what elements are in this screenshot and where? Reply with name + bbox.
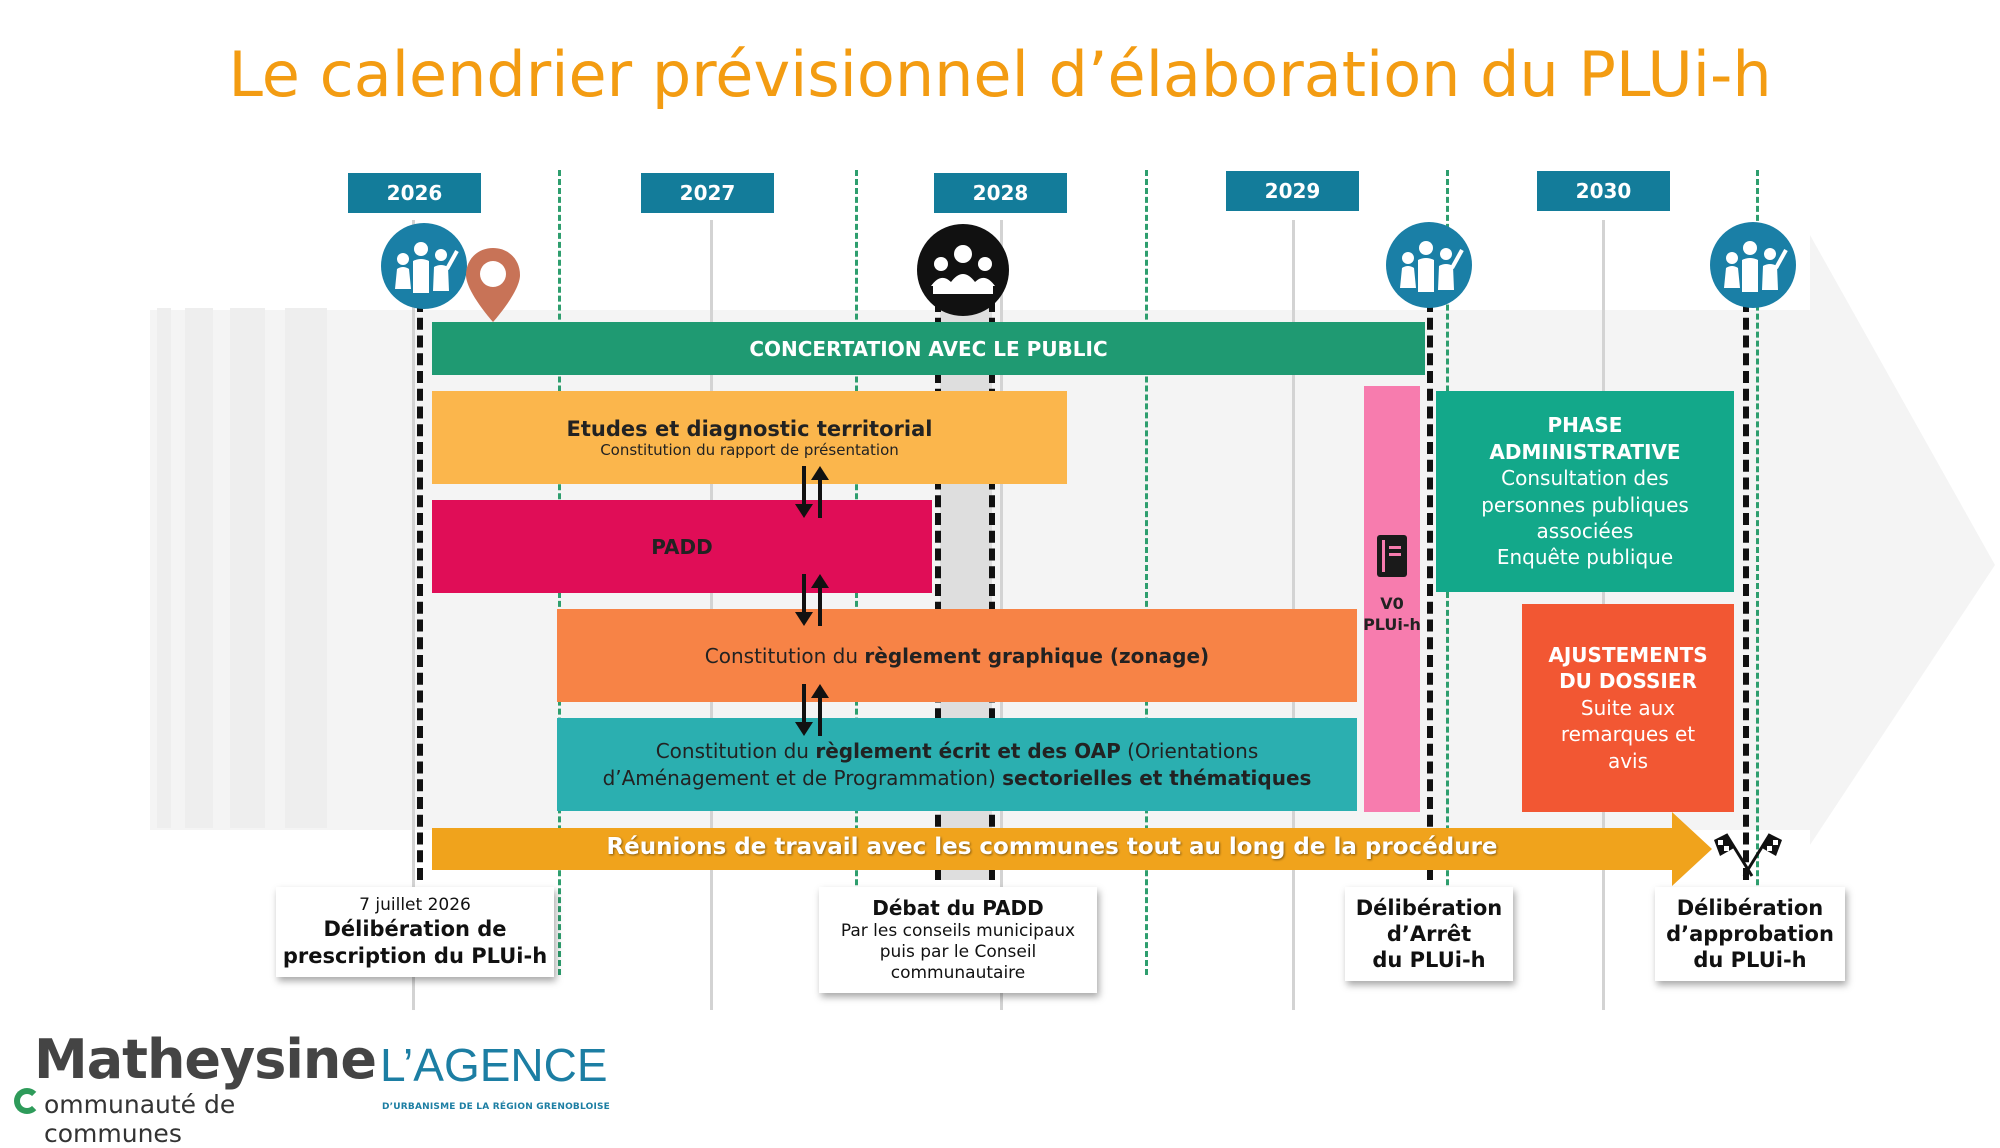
people-group-icon bbox=[1386, 222, 1472, 308]
stripe bbox=[230, 308, 265, 828]
ajustements-line: remarques et bbox=[1560, 722, 1696, 747]
phase-admin-line: associées bbox=[1536, 518, 1634, 543]
prescription-date: 7 juillet 2026 bbox=[359, 895, 471, 916]
v0-line2: PLUi-h bbox=[1363, 614, 1421, 634]
year-gridline bbox=[412, 220, 415, 1010]
prescription-line2: prescription du PLUi-h bbox=[282, 943, 548, 968]
page-title: Le calendrier prévisionnel d’élaboration… bbox=[228, 38, 1772, 111]
document-icon bbox=[1377, 535, 1407, 577]
v0-label: V0 PLUi-h bbox=[1362, 594, 1422, 636]
milestone-card-debat: Débat du PADD Par les conseils municipau… bbox=[819, 887, 1097, 993]
reglement-line2: d’Aménagement et de Programmation) secto… bbox=[603, 765, 1312, 792]
exchange-arrows-icon bbox=[795, 684, 829, 736]
ajustements-title2: DU DOSSIER bbox=[1559, 669, 1697, 694]
milestone-line bbox=[1427, 300, 1433, 880]
concertation-bar: CONCERTATION AVEC LE PUBLIC bbox=[432, 322, 1425, 375]
people-group-icon bbox=[381, 223, 467, 309]
arret-line3: du PLUi-h bbox=[1372, 948, 1486, 973]
debat-line: puis par le Conseil bbox=[879, 941, 1037, 962]
phase-admin-title1: PHASE bbox=[1547, 413, 1623, 438]
reglement-line1: Constitution du règlement écrit et des O… bbox=[656, 738, 1259, 765]
reglement-bold1: règlement écrit et des OAP bbox=[815, 738, 1121, 763]
agence-logo: L’AGENCE D’URBANISME DE LA RÉGION GRENOB… bbox=[378, 1036, 618, 1121]
etudes-bar: Etudes et diagnostic territorial Constit… bbox=[432, 391, 1067, 484]
year-boundary-line bbox=[1145, 170, 1148, 975]
year-label: 2026 bbox=[348, 173, 481, 213]
milestone-line bbox=[1743, 300, 1749, 880]
approbation-line2: d’approbation bbox=[1666, 921, 1834, 946]
etudes-subtitle: Constitution du rapport de présentation bbox=[600, 440, 899, 459]
padd-label: PADD bbox=[651, 534, 713, 559]
matheysine-sub: ommunauté de communes bbox=[44, 1090, 236, 1148]
year-label: 2027 bbox=[641, 173, 774, 213]
phase-admin-line: personnes publiques bbox=[1481, 492, 1689, 517]
zonage-pre: Constitution du bbox=[704, 643, 865, 668]
reglement-pre: Constitution du bbox=[655, 738, 816, 763]
arret-line1: Délibération bbox=[1355, 895, 1503, 920]
etudes-title: Etudes et diagnostic territorial bbox=[566, 416, 933, 441]
meeting-icon bbox=[917, 224, 1009, 316]
exchange-arrows-icon bbox=[795, 466, 829, 518]
phase-admin-line: Enquête publique bbox=[1496, 545, 1674, 570]
debat-line: Par les conseils municipaux bbox=[840, 920, 1076, 941]
concertation-label: CONCERTATION AVEC LE PUBLIC bbox=[749, 336, 1108, 361]
year-label: 2030 bbox=[1537, 171, 1670, 211]
zonage-bar: Constitution du règlement graphique (zon… bbox=[557, 609, 1357, 702]
debat-title: Débat du PADD bbox=[872, 895, 1044, 920]
matheysine-logo: Matheysine ommunauté de communes bbox=[10, 1026, 377, 1148]
agence-sub: D’URBANISME DE LA RÉGION GRENOBLOISE bbox=[382, 1102, 611, 1112]
stripe bbox=[157, 308, 171, 828]
reglement-bar: Constitution du règlement écrit et des O… bbox=[557, 718, 1357, 811]
arret-line2: d’Arrêt bbox=[1386, 921, 1472, 946]
matheysine-c-icon bbox=[14, 1088, 40, 1114]
milestone-card-approbation: Délibération d’approbation du PLUi-h bbox=[1655, 887, 1845, 981]
padd-bar: PADD bbox=[432, 500, 932, 593]
exchange-arrows-icon bbox=[795, 574, 829, 626]
approbation-line3: du PLUi-h bbox=[1693, 948, 1807, 973]
reunions-label: Réunions de travail avec les communes to… bbox=[606, 834, 1498, 860]
milestone-line bbox=[417, 300, 423, 880]
reglement-mid2: d’Aménagement et de Programmation) bbox=[602, 765, 1003, 790]
stripe bbox=[185, 308, 213, 828]
reunions-arrow bbox=[432, 812, 1712, 886]
people-group-icon bbox=[1710, 222, 1796, 308]
checkered-flags-icon bbox=[1714, 833, 1782, 877]
milestone-line bbox=[989, 300, 995, 880]
approbation-line1: Délibération bbox=[1676, 895, 1824, 920]
stripe bbox=[285, 308, 327, 828]
milestone-line bbox=[935, 300, 941, 880]
phase-admin-title2: ADMINISTRATIVE bbox=[1489, 439, 1681, 464]
phase-admin-bar: PHASE ADMINISTRATIVE Consultation des pe… bbox=[1436, 391, 1734, 592]
year-label: 2028 bbox=[934, 173, 1067, 213]
ajustements-bar: AJUSTEMENTS DU DOSSIER Suite aux remarqu… bbox=[1522, 604, 1734, 812]
v0-bar bbox=[1364, 386, 1420, 812]
location-pin-icon bbox=[466, 248, 520, 322]
agence-main: L’AGENCE bbox=[380, 1039, 608, 1091]
milestone-card-prescription: 7 juillet 2026 Délibération de prescript… bbox=[276, 887, 554, 977]
phase-admin-line: Consultation des bbox=[1501, 466, 1669, 491]
debat-line: communautaire bbox=[890, 963, 1026, 984]
reglement-mid1: (Orientations bbox=[1120, 738, 1259, 763]
year-boundary-line bbox=[1756, 170, 1759, 975]
prescription-line1: Délibération de bbox=[323, 917, 507, 942]
ajustements-title1: AJUSTEMENTS bbox=[1548, 643, 1708, 668]
v0-line1: V0 bbox=[1380, 594, 1404, 613]
milestone-card-arret: Délibération d’Arrêt du PLUi-h bbox=[1345, 887, 1513, 981]
ajustements-line: avis bbox=[1607, 748, 1649, 773]
ajustements-line: Suite aux bbox=[1580, 695, 1676, 720]
year-label: 2029 bbox=[1226, 171, 1359, 211]
reglement-bold2: sectorielles et thématiques bbox=[1002, 765, 1312, 790]
matheysine-main: Matheysine bbox=[34, 1028, 377, 1091]
zonage-bold: règlement graphique (zonage) bbox=[864, 643, 1210, 668]
zonage-text: Constitution du règlement graphique (zon… bbox=[705, 644, 1209, 668]
